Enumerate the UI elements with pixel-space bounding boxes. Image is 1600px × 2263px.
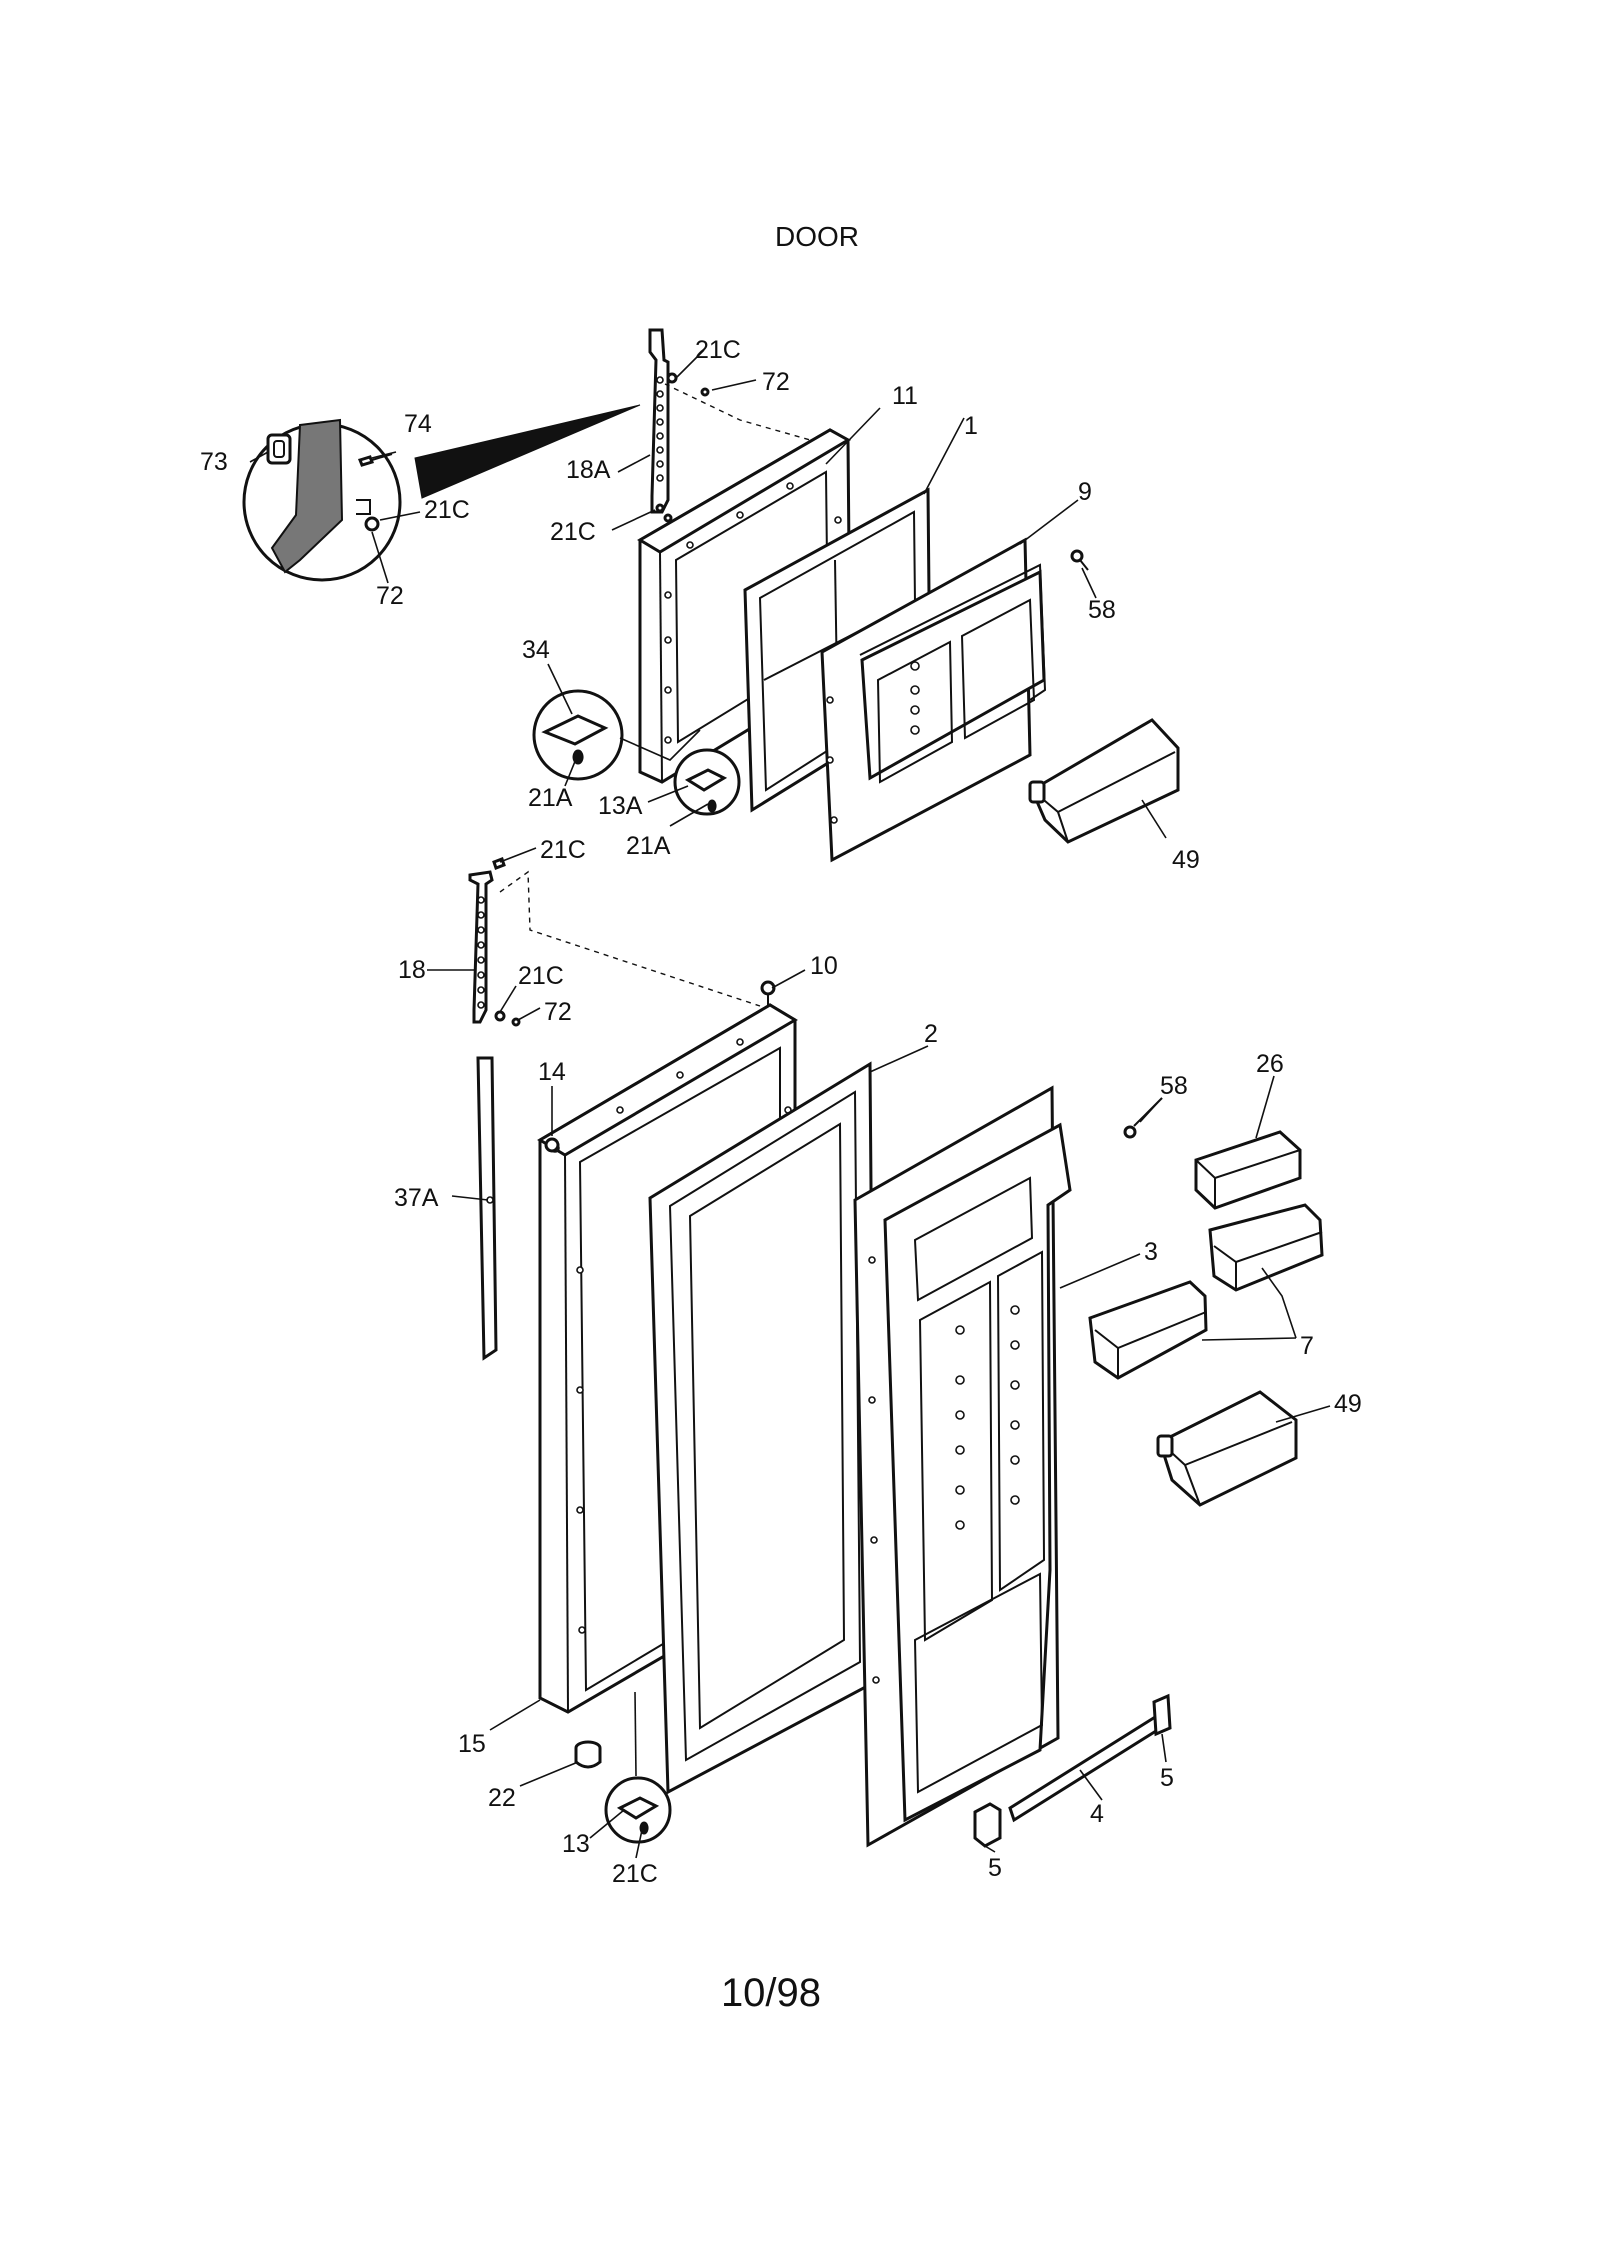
callout-11: 11 (892, 382, 918, 410)
lower-door-bin (1156, 1390, 1298, 1507)
callout-22: 22 (488, 1784, 516, 1812)
callout-73: 73 (200, 448, 228, 476)
callout-21C-mid: 21C (550, 518, 596, 546)
callout-7: 7 (1300, 1332, 1314, 1360)
callout-58-lower: 58 (1160, 1072, 1188, 1100)
callout-5-left: 5 (988, 1854, 1002, 1882)
callout-21A-left: 21A (528, 784, 573, 812)
cam-34-detail (532, 689, 701, 781)
diagram-title: DOOR (775, 221, 859, 252)
upper-door-bin (1028, 718, 1180, 844)
callout-2: 2 (924, 1020, 938, 1048)
foot-22 (574, 1740, 602, 1769)
callout-72-detail: 72 (376, 582, 404, 610)
callout-34: 34 (522, 636, 550, 664)
hinge-13A-detail (673, 748, 741, 816)
callout-21C-bottom: 21C (612, 1860, 658, 1888)
callout-9: 9 (1078, 478, 1092, 506)
callout-15: 15 (458, 1730, 486, 1758)
callout-18: 18 (398, 956, 426, 984)
callout-4: 4 (1090, 1800, 1104, 1828)
callout-3: 3 (1144, 1238, 1158, 1266)
hinge-13-detail (604, 1691, 672, 1844)
callout-5-right: 5 (1160, 1764, 1174, 1792)
callout-26: 26 (1256, 1050, 1284, 1078)
callout-13A: 13A (598, 792, 643, 820)
callout-13: 13 (562, 1830, 590, 1858)
end-cap-5-left (973, 1802, 1002, 1848)
washer-10 (760, 980, 776, 1006)
callout-10: 10 (810, 952, 838, 980)
end-cap-5-right (1152, 1693, 1172, 1737)
lower-hinge-18 (468, 870, 761, 1024)
callout-37A: 37A (394, 1184, 439, 1212)
callout-21C-lower-hinge: 21C (518, 962, 564, 990)
callout-18A: 18A (566, 456, 611, 484)
callout-14: 14 (538, 1058, 566, 1086)
callout-74: 74 (404, 410, 432, 438)
screw-58-upper (1070, 549, 1089, 571)
page-footer: 10/98 (721, 1971, 821, 2015)
lower-hinge-screws (492, 857, 521, 1027)
callout-49-lower: 49 (1334, 1390, 1362, 1418)
top-screws (357, 372, 710, 523)
lower-gasket (648, 1061, 877, 1795)
lower-door-liner (853, 1085, 1072, 1848)
hinge-detail-magnifier (242, 404, 641, 582)
callout-21C-top: 21C (695, 336, 741, 364)
leader-lines (249, 349, 1331, 1859)
callout-21C-lower-top: 21C (540, 836, 586, 864)
callout-21A-right: 21A (626, 832, 671, 860)
shelf-bin-7-left (1088, 1280, 1208, 1380)
plug-14 (544, 1137, 560, 1153)
dairy-bin-26 (1194, 1130, 1302, 1210)
callout-49-upper: 49 (1172, 846, 1200, 874)
shelf-bin-7-right (1208, 1203, 1324, 1292)
strip-37A (476, 1056, 498, 1361)
upper-door-liner (820, 537, 1047, 863)
callout-58-upper: 58 (1088, 596, 1116, 624)
callout-21C-detail: 21C (424, 496, 470, 524)
callout-1: 1 (964, 412, 978, 440)
callout-72-top: 72 (762, 368, 790, 396)
callout-72-lower: 72 (544, 998, 572, 1026)
